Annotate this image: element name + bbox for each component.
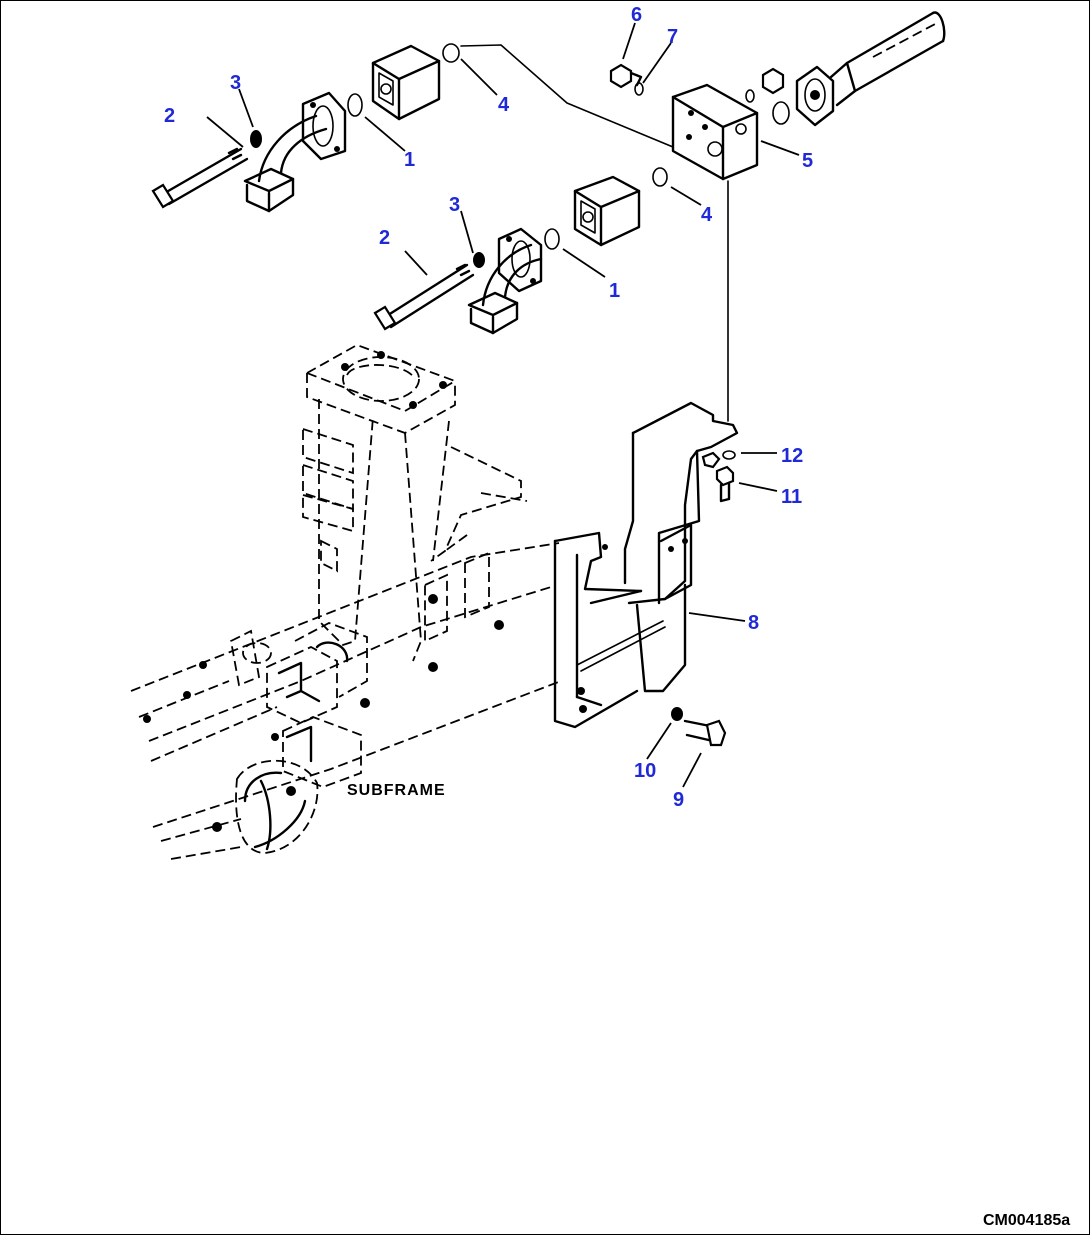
oring-7 (634, 82, 644, 96)
washer-3-lower (473, 252, 485, 268)
callout-5: 5 (802, 150, 813, 172)
pump-block-upper (371, 44, 441, 121)
callout-1-lower: 1 (609, 280, 620, 302)
callout-11: 11 (781, 486, 802, 508)
subframe-column (302, 344, 458, 662)
washer-3-upper (250, 130, 262, 148)
bracket-8 (553, 401, 739, 729)
pump-block-lower (573, 175, 641, 247)
callout-7: 7 (667, 26, 678, 48)
oring-4-upper (442, 43, 460, 63)
fitting-6 (609, 63, 643, 89)
oring-1-lower (544, 228, 560, 250)
callout-1-upper: 1 (404, 149, 415, 171)
subframe-rails (130, 446, 562, 860)
callout-2-upper: 2 (164, 105, 175, 127)
subframe-mounts (229, 622, 368, 854)
bolt-9 (683, 719, 727, 747)
callout-4-lower: 4 (701, 204, 713, 226)
elbow-fitting-upper (243, 91, 347, 213)
callout-9: 9 (673, 789, 684, 811)
hose-and-flange (745, 11, 946, 127)
washer-12 (701, 450, 736, 469)
bolt-11 (715, 465, 735, 503)
callout-3-upper: 3 (230, 72, 241, 94)
oring-1-upper (347, 93, 363, 117)
washer-10 (671, 707, 683, 721)
bolt-2-upper (151, 147, 249, 209)
callout-8: 8 (748, 612, 759, 634)
leader-lines (206, 22, 800, 788)
callout-6: 6 (631, 4, 642, 26)
callout-3-lower: 3 (449, 194, 460, 216)
subframe-label: SUBFRAME (347, 782, 446, 799)
elbow-fitting-lower (467, 227, 543, 335)
callout-2-lower: 2 (379, 227, 390, 249)
callout-10: 10 (634, 760, 656, 782)
block-5 (671, 83, 759, 181)
callout-12: 12 (781, 445, 803, 467)
oring-4-lower (652, 167, 668, 187)
callout-4-upper: 4 (498, 94, 510, 116)
figure-code: CM004185a (983, 1212, 1070, 1229)
bolt-2-lower (373, 263, 475, 331)
